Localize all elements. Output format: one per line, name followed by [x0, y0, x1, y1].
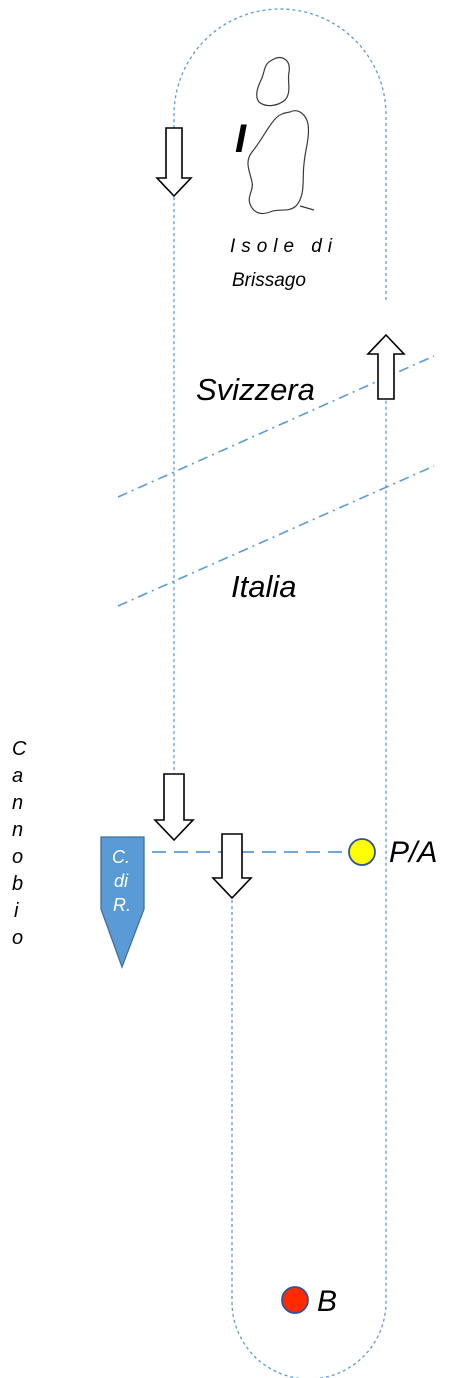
- dock-label-line: R.: [113, 895, 131, 915]
- town-letter: n: [12, 819, 23, 841]
- end-stop-marker: [281, 1286, 309, 1314]
- route-loop-outer: [173, 8, 387, 835]
- arrow-down-icon: [155, 127, 193, 198]
- dock-marker-shape: [100, 836, 145, 969]
- island-small-outline: [256, 57, 290, 107]
- end-stop-label: B: [317, 1285, 337, 1318]
- island-name-line2: Brissago: [232, 270, 306, 291]
- town-letter: n: [12, 792, 23, 814]
- town-letter: o: [12, 846, 23, 868]
- country-label-upper: Svizzera: [196, 372, 315, 407]
- town-letter: b: [12, 873, 23, 895]
- arrow-down-icon: [211, 833, 253, 900]
- route-loop-lower: [231, 340, 387, 1378]
- border-line-south: [117, 465, 435, 607]
- island-label: I: [235, 117, 247, 161]
- town-letter: i: [14, 900, 19, 922]
- start-stop-label: P/A: [389, 836, 437, 869]
- town-label-vertical: C a n n o b i o: [12, 738, 27, 949]
- island-spit: [299, 205, 315, 211]
- town-letter: C: [12, 738, 27, 760]
- arrow-down-icon: [153, 773, 195, 842]
- dock-label: C. di R.: [112, 847, 131, 915]
- start-stop-marker: [348, 838, 376, 866]
- town-letter: o: [12, 927, 23, 949]
- town-letter: a: [12, 765, 23, 787]
- dock-label-line: di: [114, 871, 129, 891]
- island-large-outline: [247, 110, 310, 215]
- country-label-lower: Italia: [231, 569, 296, 604]
- arrow-up-icon: [366, 333, 406, 400]
- dock-label-line: C.: [112, 847, 130, 867]
- island-name-line1: Isole di: [230, 236, 333, 257]
